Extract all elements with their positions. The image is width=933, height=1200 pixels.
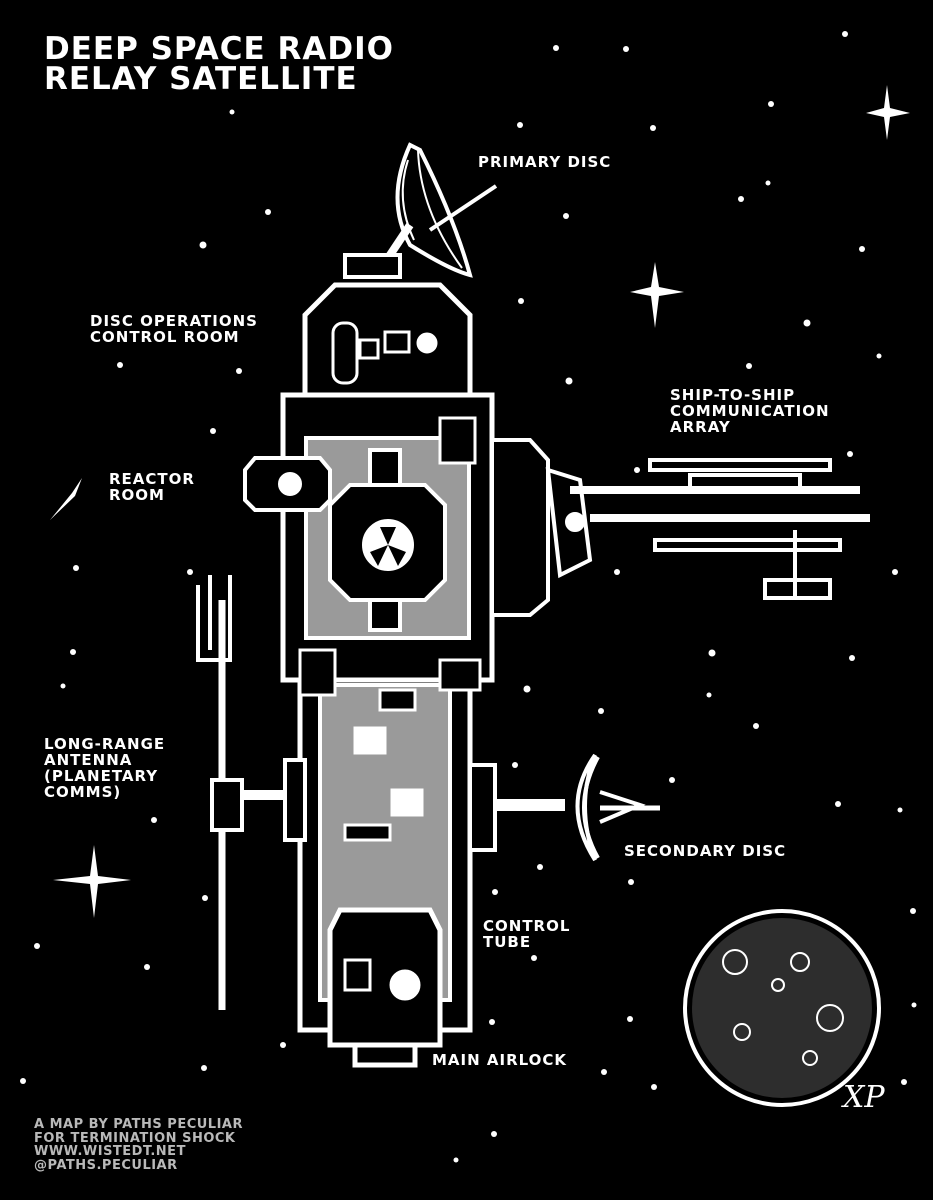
label-disc-operations-line-2: CONTROL ROOM <box>90 328 240 346</box>
credits-line-2: FOR TERMINATION SHOCK <box>34 1130 236 1146</box>
credits-line-3: WWW.WISTEDT.NET <box>34 1144 186 1159</box>
label-reactor-line-1: REACTOR <box>109 470 195 488</box>
label-ship-array-line-1: SHIP-TO-SHIP <box>670 386 796 404</box>
side-pod-left <box>243 456 332 512</box>
label-main-airlock: MAIN AIRLOCK <box>432 1051 568 1069</box>
label-control-tube: CONTROL TUBE <box>483 918 570 950</box>
label-long-range-line-1: LONG-RANGE <box>44 735 166 753</box>
label-long-range-line-2: ANTENNA <box>44 751 133 769</box>
label-long-range-antenna: LONG-RANGE ANTENNA (PLANETARY COMMS) <box>44 736 165 800</box>
label-reactor-line-2: ROOM <box>109 486 165 504</box>
label-control-tube-line-1: CONTROL <box>483 917 571 935</box>
moon <box>683 909 881 1107</box>
label-reactor-room: REACTOR ROOM <box>109 471 195 503</box>
artist-signature: XP <box>843 1080 885 1115</box>
credits: A MAP BY PATHS PECULIAR FOR TERMINATION … <box>34 1118 243 1172</box>
credits-line-1: A MAP BY PATHS PECULIAR <box>34 1117 243 1132</box>
page-title: DEEP SPACE RADIO RELAY SATELLITE <box>44 31 394 97</box>
label-ship-array-line-3: ARRAY <box>670 418 731 436</box>
title-line-1: DEEP SPACE RADIO <box>44 31 394 67</box>
equipment-details <box>298 321 482 1001</box>
sparkle-stars <box>50 85 910 918</box>
secondary-disc <box>468 753 660 862</box>
label-long-range-line-4: COMMS) <box>44 783 122 801</box>
label-control-tube-line-2: TUBE <box>483 933 532 951</box>
ship-to-ship-array <box>490 438 870 617</box>
title-line-2: RELAY SATELLITE <box>44 61 358 97</box>
primary-disc <box>343 142 498 279</box>
label-disc-operations: DISC OPERATIONS CONTROL ROOM <box>90 313 258 345</box>
starfield <box>20 31 917 1163</box>
long-range-antenna <box>196 575 307 1010</box>
reactor-core <box>328 448 447 632</box>
label-ship-array-line-2: COMMUNICATION <box>670 402 830 420</box>
label-long-range-line-3: (PLANETARY <box>44 767 159 785</box>
label-ship-to-ship-array: SHIP-TO-SHIP COMMUNICATION ARRAY <box>670 387 830 435</box>
label-primary-disc: PRIMARY DISC <box>478 153 612 171</box>
label-secondary-disc: SECONDARY DISC <box>624 842 787 860</box>
label-disc-operations-line-1: DISC OPERATIONS <box>90 312 258 330</box>
credits-line-4: @PATHS.PECULIAR <box>34 1157 178 1173</box>
